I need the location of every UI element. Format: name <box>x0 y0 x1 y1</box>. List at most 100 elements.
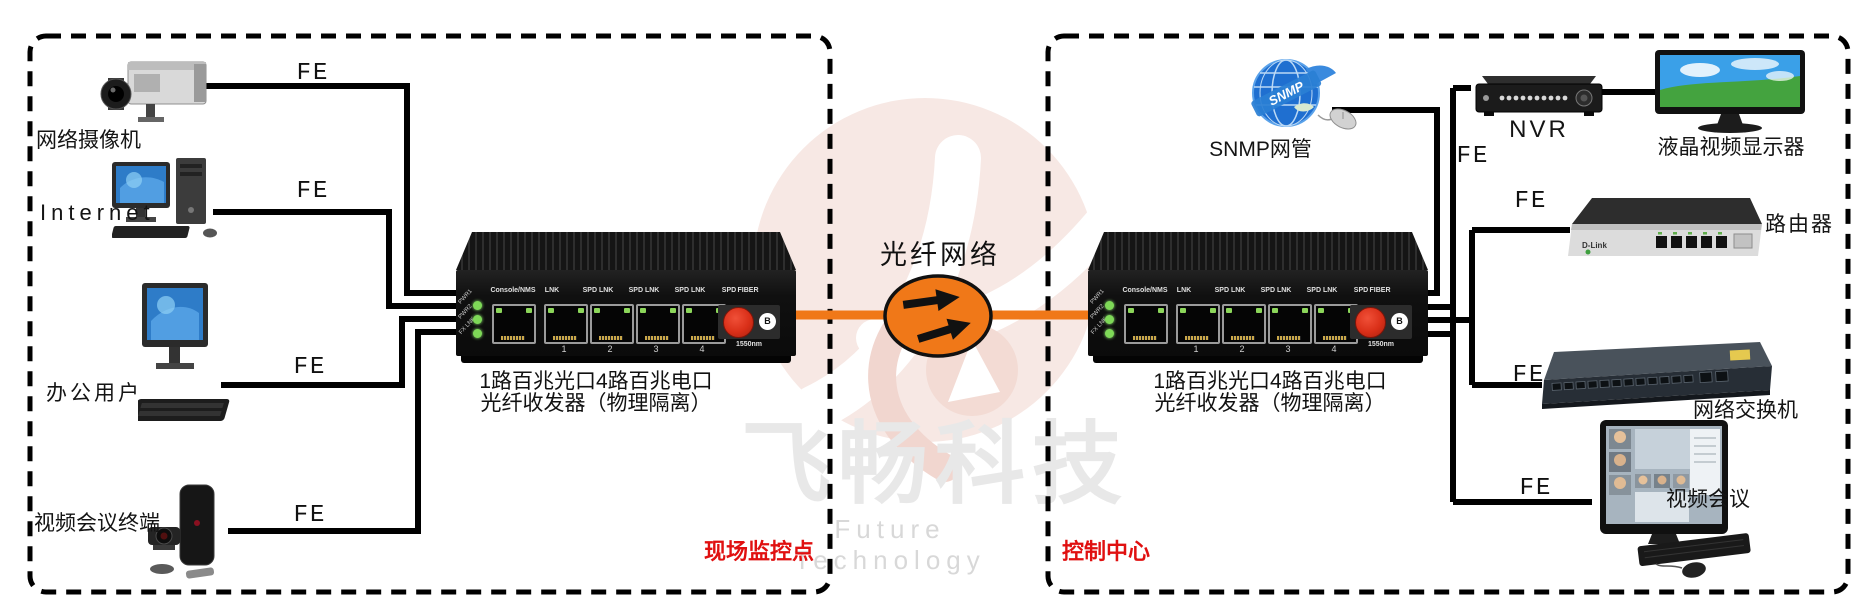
status-led <box>473 329 482 338</box>
router-label: 路由器 <box>1765 213 1834 236</box>
left-zone-cables <box>204 83 458 534</box>
transceiver-front-panel: PWR1 PWR2 FX LNK Console/NMS LNK SPD LNK… <box>1088 270 1428 356</box>
office-pc-image <box>138 283 230 421</box>
caption-line-1: 1路百兆光口4路百兆电口 <box>479 370 713 393</box>
fiber-connector-icon <box>1355 307 1386 338</box>
fe-link-label-camera: FE <box>296 60 330 87</box>
wavelength-label: 1550nm <box>735 341 763 348</box>
brand-watermark-subtitle: Future Technology <box>794 514 986 575</box>
fe-link-label-office: FE <box>293 354 327 381</box>
port-label-3: SPD LNK <box>1260 287 1292 294</box>
cable-internet <box>213 209 458 309</box>
vc-terminal-label: 视频会议终端 <box>34 512 160 535</box>
fiber-connector-icon <box>723 307 754 338</box>
right-zone-border <box>1045 33 1851 595</box>
console-port-label: Console/NMS <box>490 287 536 294</box>
status-led <box>473 315 482 324</box>
snmp-label: SNMP网管 <box>1209 138 1312 161</box>
right-zone-cables <box>1332 85 1663 505</box>
internet-label: Internet <box>40 200 155 225</box>
port-number-3: 3 <box>653 344 659 354</box>
bidirectional-arrows-icon <box>902 289 971 343</box>
rj45-port-2 <box>1222 304 1266 344</box>
port-label-1: LNK <box>1176 287 1192 294</box>
camera-label: 网络摄像机 <box>36 129 141 152</box>
console-port-label: Console/NMS <box>1122 287 1168 294</box>
video-conference-label: 视频会议 <box>1666 488 1750 511</box>
fiber-port-panel: B <box>718 305 780 339</box>
caption-line-1: 1路百兆光口4路百兆电口 <box>1153 370 1387 393</box>
lcd-display-image <box>1655 50 1805 133</box>
nvr-image <box>1475 76 1603 116</box>
port-number-4: 4 <box>699 344 705 354</box>
fe-link-label-switch: FE <box>1512 362 1546 389</box>
rj45-port-1 <box>1176 304 1220 344</box>
cable-vc-terminal <box>228 329 458 534</box>
cable-snmp <box>1332 107 1440 296</box>
caption-line-2: 光纤收发器（物理隔离） <box>1154 392 1386 415</box>
video-conference-pc-image <box>1600 420 1751 578</box>
port-label-2: SPD LNK <box>582 287 614 294</box>
fe-link-label-internet: FE <box>296 178 330 205</box>
led-label-pwr1: PWR1 <box>1089 288 1106 306</box>
transceiver-top-case <box>456 232 796 270</box>
port-label-5: SPD <box>721 287 737 294</box>
port-label-1: LNK <box>544 287 560 294</box>
port-label-5: SPD <box>1353 287 1369 294</box>
fiber-transceiver-right: PWR1 PWR2 FX LNK Console/NMS LNK SPD LNK… <box>1088 232 1428 363</box>
port-label-3: SPD LNK <box>628 287 660 294</box>
status-led <box>1105 329 1114 338</box>
port-number-2: 2 <box>607 344 613 354</box>
console-rj45-port <box>1124 304 1168 344</box>
fe-link-label-nvr: FE <box>1456 143 1490 170</box>
internet-pc-image <box>112 158 217 238</box>
transceiver-base <box>1093 356 1423 363</box>
office-user-label: 办公用户 <box>46 382 142 405</box>
port-label-4: SPD LNK <box>674 287 706 294</box>
rj45-port-1 <box>544 304 588 344</box>
status-led <box>1105 315 1114 324</box>
lcd-display-label: 液晶视频显示器 <box>1657 136 1805 159</box>
transceiver-base <box>461 356 791 363</box>
led-label-pwr1: PWR1 <box>457 288 474 306</box>
cable-office <box>221 316 458 388</box>
network-camera-image <box>100 61 207 122</box>
fiber-network-label: 光纤网络 <box>880 240 1000 270</box>
fiber-port-label: FIBER <box>737 287 759 294</box>
fe-link-label-vc: FE <box>1519 475 1553 502</box>
fiber-port-label: FIBER <box>1369 287 1391 294</box>
port-number-1: 1 <box>561 344 567 354</box>
network-switch-image <box>1542 342 1772 409</box>
fiber-network-node <box>883 274 993 358</box>
brand-watermark-text: 飞畅科技 <box>741 415 1129 515</box>
fe-link-label-vc-terminal: FE <box>293 502 327 529</box>
fiber-transceiver-left: PWR1 PWR2 FX LNK Console/NMS LNK SPD LNK… <box>456 232 796 363</box>
fiber-port-panel: B <box>1350 305 1412 339</box>
port-number-2: 2 <box>1239 344 1245 354</box>
network-switch-label: 网络交换机 <box>1693 399 1798 422</box>
router-brand-badge: D-Link <box>1582 241 1607 250</box>
left-zone-caption: 现场监控点 <box>703 539 814 564</box>
port-label-4: SPD LNK <box>1306 287 1338 294</box>
status-led <box>473 301 482 310</box>
vc-terminal-image <box>148 484 215 579</box>
left-transceiver-caption: 1路百兆光口4路百兆电口 光纤收发器（物理隔离） <box>431 371 761 415</box>
port-label-2: SPD LNK <box>1214 287 1246 294</box>
port-number-3: 3 <box>1285 344 1291 354</box>
fiber-type-badge: B <box>759 313 776 330</box>
rj45-port-3 <box>1268 304 1312 344</box>
right-transceiver-caption: 1路百兆光口4路百兆电口 光纤收发器（物理隔离） <box>1105 371 1435 415</box>
rj45-port-3 <box>636 304 680 344</box>
console-rj45-port <box>492 304 536 344</box>
router-image: D-Link <box>1568 198 1762 256</box>
port-number-1: 1 <box>1193 344 1199 354</box>
rj45-port-2 <box>590 304 634 344</box>
nvr-label: NVR <box>1509 116 1569 143</box>
transceiver-top-case <box>1088 232 1428 270</box>
fiber-type-badge: B <box>1391 313 1408 330</box>
transceiver-front-panel: PWR1 PWR2 FX LNK Console/NMS LNK SPD LNK… <box>456 270 796 356</box>
port-number-4: 4 <box>1331 344 1337 354</box>
status-led <box>1105 301 1114 310</box>
